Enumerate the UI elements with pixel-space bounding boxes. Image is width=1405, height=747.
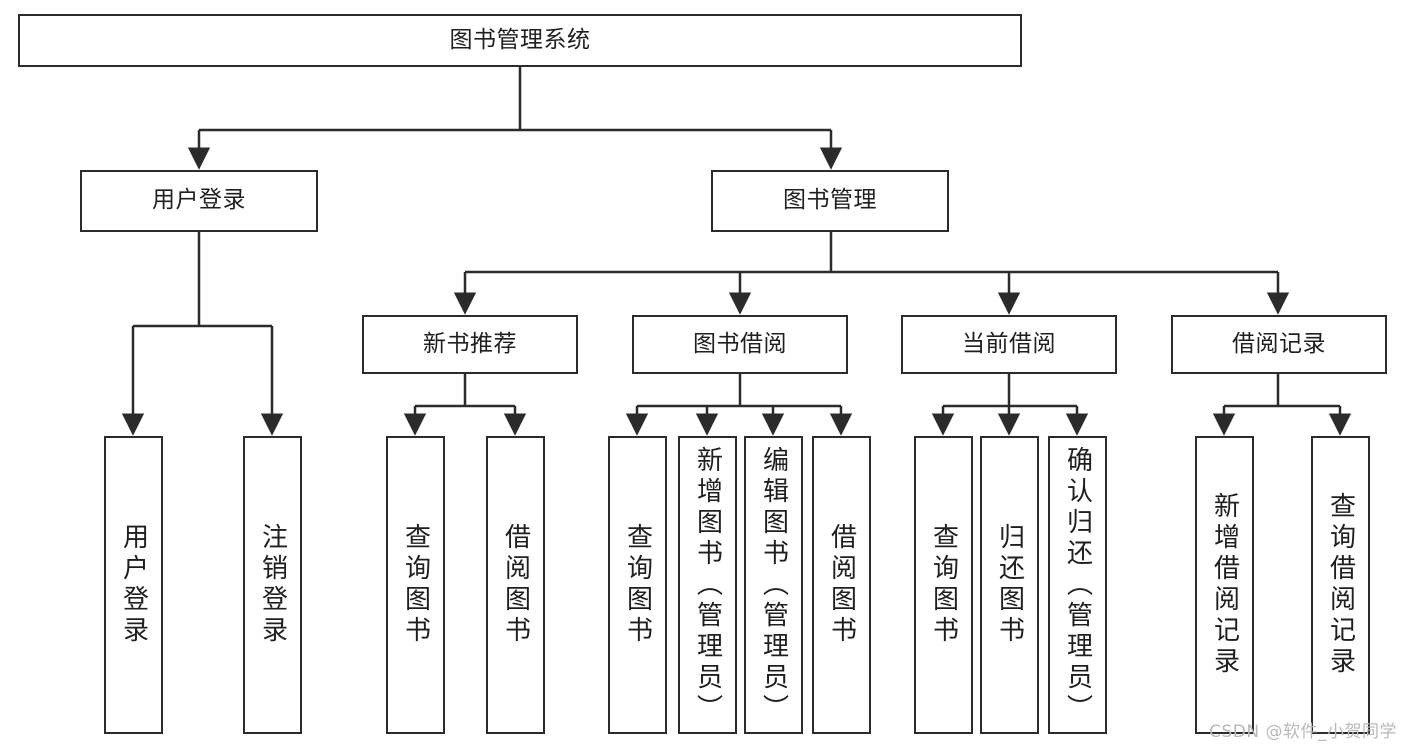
node-leaf-confirm-return-label: 确认归还（管理员） — [1062, 445, 1093, 725]
node-leaf-borrow-book-1[interactable]: 借阅图书 — [486, 436, 545, 734]
node-leaf-query-book-2[interactable]: 查询图书 — [608, 436, 667, 734]
node-user-login-label: 用户登录 — [152, 187, 246, 214]
node-borrow-record[interactable]: 借阅记录 — [1171, 315, 1387, 374]
node-leaf-query-record[interactable]: 查询借阅记录 — [1311, 436, 1370, 734]
node-leaf-return-book[interactable]: 归还图书 — [980, 436, 1039, 734]
node-leaf-query-book-1-label: 查询图书 — [400, 523, 431, 647]
node-leaf-borrow-book-1-label: 借阅图书 — [500, 523, 531, 647]
node-user-login[interactable]: 用户登录 — [80, 170, 318, 232]
node-root-label: 图书管理系统 — [449, 26, 591, 53]
node-leaf-add-record-label: 新增借阅记录 — [1209, 492, 1240, 678]
node-new-book-recommend-label: 新书推荐 — [423, 330, 517, 357]
node-leaf-add-book[interactable]: 新增图书（管理员） — [678, 436, 737, 734]
node-leaf-query-book-3[interactable]: 查询图书 — [914, 436, 973, 734]
node-borrow-record-label: 借阅记录 — [1232, 330, 1326, 357]
node-leaf-borrow-book-2[interactable]: 借阅图书 — [812, 436, 871, 734]
node-leaf-borrow-book-2-label: 借阅图书 — [826, 523, 857, 647]
node-leaf-query-record-label: 查询借阅记录 — [1325, 492, 1356, 678]
node-leaf-logout-login-label: 注销登录 — [257, 523, 288, 647]
node-book-borrow-label: 图书借阅 — [693, 330, 787, 357]
node-current-borrow[interactable]: 当前借阅 — [901, 315, 1117, 374]
node-leaf-user-login[interactable]: 用户登录 — [104, 436, 163, 734]
node-leaf-edit-book-label: 编辑图书（管理员） — [758, 445, 789, 725]
node-leaf-add-book-label: 新增图书（管理员） — [692, 445, 723, 725]
node-leaf-edit-book[interactable]: 编辑图书（管理员） — [744, 436, 803, 734]
node-book-manage[interactable]: 图书管理 — [711, 170, 949, 232]
node-new-book-recommend[interactable]: 新书推荐 — [362, 315, 578, 374]
node-leaf-logout-login[interactable]: 注销登录 — [243, 436, 302, 734]
node-leaf-query-book-1[interactable]: 查询图书 — [386, 436, 445, 734]
node-book-manage-label: 图书管理 — [783, 187, 877, 214]
node-leaf-confirm-return[interactable]: 确认归还（管理员） — [1048, 436, 1107, 734]
node-leaf-add-record[interactable]: 新增借阅记录 — [1195, 436, 1254, 734]
node-leaf-user-login-label: 用户登录 — [118, 523, 149, 647]
node-root[interactable]: 图书管理系统 — [18, 14, 1022, 67]
node-leaf-query-book-3-label: 查询图书 — [928, 523, 959, 647]
node-leaf-return-book-label: 归还图书 — [994, 523, 1025, 647]
node-leaf-query-book-2-label: 查询图书 — [622, 523, 653, 647]
node-book-borrow[interactable]: 图书借阅 — [632, 315, 848, 374]
node-current-borrow-label: 当前借阅 — [962, 330, 1056, 357]
